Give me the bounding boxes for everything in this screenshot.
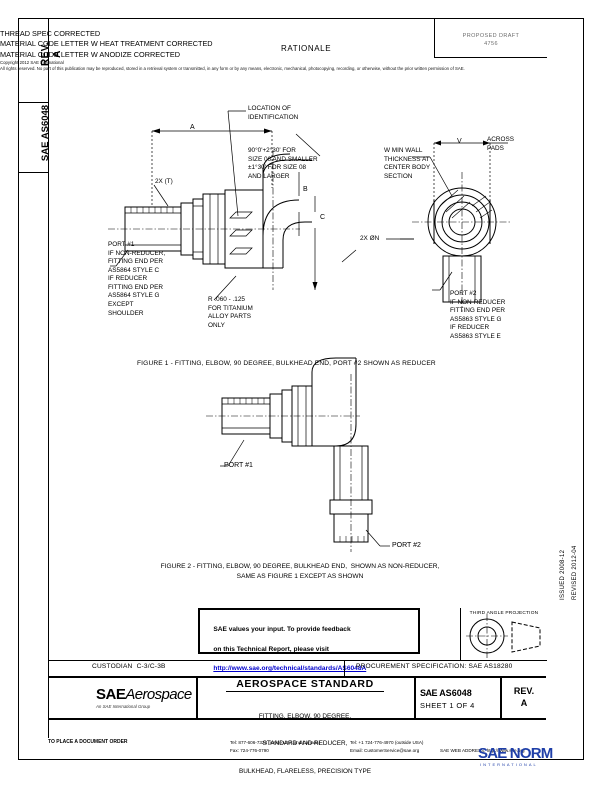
feedback-link[interactable]: http://www.sae.org/technical/standards/A… bbox=[213, 665, 367, 673]
subtitle-line-2: STANDARD AND REDUCER, bbox=[262, 740, 348, 748]
callout-two-x-diameter-n: 2X ØN bbox=[360, 235, 380, 242]
third-angle-projection-label: THIRD ANGLE PROJECTION bbox=[469, 611, 539, 616]
feedback-line-1: SAE values your input. To provide feedba… bbox=[213, 625, 351, 633]
sheet-border bbox=[18, 18, 584, 760]
watermark-subtitle: INTERNATIONAL bbox=[480, 762, 538, 767]
title-block-standard-number: SAE AS6048 bbox=[420, 688, 472, 699]
dimension-label-v: V bbox=[457, 138, 462, 145]
rev-corner-box bbox=[18, 18, 49, 103]
footer-email: Email: CustomerService@sae.org bbox=[350, 748, 420, 753]
callout-across-pads: ACROSS PADS bbox=[487, 136, 514, 152]
sae-prefix-logo: SAE bbox=[420, 688, 438, 698]
callout-port-1: PORT #1 IF NON-REDUCER, FITTING END PER … bbox=[108, 241, 166, 317]
header-corner-box bbox=[434, 18, 547, 58]
feedback-text: SAE values your input. To provide feedba… bbox=[206, 615, 366, 684]
title-block-divider-2 bbox=[414, 676, 416, 718]
dimension-v-line bbox=[433, 140, 508, 200]
callout-port-2: PORT #2 IF NON-REDUCER FITTING END PER A… bbox=[450, 290, 506, 340]
custodian-row-divider bbox=[48, 660, 546, 661]
subtitle-line-3: BULKHEAD, FLARELESS, PRECISION TYPE bbox=[239, 767, 371, 775]
aerospace-logo-text: Aerospace bbox=[125, 686, 192, 703]
sae-logo-text: SAE bbox=[96, 686, 126, 703]
footer-tel-us: Tel: 877-606-7323 (inside USA and Canada… bbox=[230, 740, 321, 745]
footer-web: SAE WEB ADDRESS: http://www.sae.org bbox=[440, 748, 525, 753]
title-block-subtitle: FITTING, ELBOW, 90 DEGREE, STANDARD AND … bbox=[200, 694, 410, 794]
footer-copyright: Copyright 2012 SAE International bbox=[0, 60, 64, 66]
rationale-line-2: MATERIAL CODE LETTER W HEAT TREATMENT CO… bbox=[0, 39, 213, 49]
figure2-callout-port-1: PORT #1 bbox=[224, 462, 253, 469]
feedback-box bbox=[198, 608, 420, 654]
callout-wall-thickness: W MIN WALL THICKNESS AT CENTER BODY SECT… bbox=[384, 147, 431, 180]
rationale-body: THREAD SPEC CORRECTED MATERIAL CODE LETT… bbox=[0, 29, 600, 60]
custodian-column-divider bbox=[344, 660, 345, 676]
footer-order-label: TO PLACE A DOCUMENT ORDER bbox=[48, 739, 128, 745]
dimension-a-line bbox=[151, 128, 273, 205]
title-block-divider-3 bbox=[500, 676, 502, 718]
callout-radius-note: R .060 - .125 FOR TITANIUM ALLOY PARTS O… bbox=[208, 296, 253, 329]
title-block-heading: AEROSPACE STANDARD bbox=[236, 678, 374, 690]
rationale-line-3: MATERIAL CODE LETTER W ANODIZE CORRECTED bbox=[0, 49, 181, 59]
footer-web-label: SAE WEB ADDRESS: bbox=[440, 748, 486, 753]
draft-watermark-text: PROPOSED DRAFT 4756 bbox=[462, 33, 520, 48]
sae-logo-subtitle: An SAE International Group bbox=[96, 704, 151, 709]
rev-value: A bbox=[520, 697, 528, 708]
footer-copyright-block: Copyright 2012 SAE International All rig… bbox=[0, 60, 500, 72]
drawing-sheet: REV. A SAE AS6048 SAE Technical Standard… bbox=[0, 18, 600, 775]
procurement-spec-label: PROCUREMENT SPECIFICATION: SAE AS18280 bbox=[356, 663, 513, 670]
title-block-heading-underline bbox=[226, 691, 384, 692]
watermark-text: SAE NORM bbox=[478, 745, 553, 762]
dimension-label-b: B bbox=[303, 186, 308, 193]
title-block-top-rule bbox=[48, 676, 546, 678]
title-block-divider-1 bbox=[196, 676, 198, 718]
dimension-c-line bbox=[312, 196, 318, 290]
figure-2-caption: FIGURE 2 - FITTING, ELBOW, 90 DEGREE, BU… bbox=[160, 563, 440, 580]
callout-two-x-t: 2X (T) bbox=[155, 178, 173, 185]
title-block-bottom-rule bbox=[48, 718, 546, 720]
title-block-revision: REV.A bbox=[502, 686, 546, 709]
third-angle-projection-symbol bbox=[466, 614, 541, 658]
footer-web-value[interactable]: http://www.sae.org bbox=[486, 748, 525, 753]
footer-tel-intl: Tel: +1 724-776-4970 (outside USA) bbox=[350, 740, 424, 745]
figure1-leader-lines bbox=[110, 110, 453, 301]
footer-rights: All rights reserved. No part of this pub… bbox=[0, 66, 465, 72]
rationale-line-1: THREAD SPEC CORRECTED bbox=[0, 29, 101, 39]
callout-angle-tolerance: 90°0'+2°30' FOR SIZE 06 AND SMALLER ±1°3… bbox=[248, 147, 318, 180]
figure1-right-port-section bbox=[412, 172, 512, 312]
standard-number-value: AS6048 bbox=[439, 688, 472, 698]
rationale-title: RATIONALE bbox=[281, 44, 332, 53]
callout-location-of-identification: LOCATION OF IDENTIFICATION bbox=[248, 105, 299, 121]
dimension-label-c: C bbox=[320, 214, 326, 221]
figure1-elbow-body bbox=[229, 153, 312, 269]
dimension-label-a: A bbox=[190, 124, 195, 131]
footer-fax: Fax: 724-776-0790 bbox=[230, 748, 269, 753]
title-block-sheet-label: SHEET 1 OF 4 bbox=[420, 701, 475, 710]
figure-2-drawing bbox=[206, 357, 390, 552]
left-strip-divider bbox=[48, 172, 49, 738]
side-standard-box bbox=[18, 102, 49, 173]
figure-1-drawing bbox=[108, 110, 541, 658]
figure2-callout-port-2: PORT #2 bbox=[392, 542, 421, 549]
custodian-label: CUSTODIAN C-3/C-3B bbox=[92, 663, 166, 670]
feedback-line-2: on this Technical Report, please visit bbox=[213, 645, 329, 653]
subtitle-line-1: FITTING, ELBOW, 90 DEGREE, bbox=[258, 713, 352, 721]
rev-heading: REV. bbox=[513, 686, 535, 696]
sae-norm-watermark: SAE NORM INTERNATIONAL bbox=[478, 744, 588, 770]
sae-aerospace-logo: SAEAerospace bbox=[96, 686, 192, 704]
figure-1-caption: FIGURE 1 - FITTING, ELBOW, 90 DEGREE, BU… bbox=[137, 360, 436, 367]
